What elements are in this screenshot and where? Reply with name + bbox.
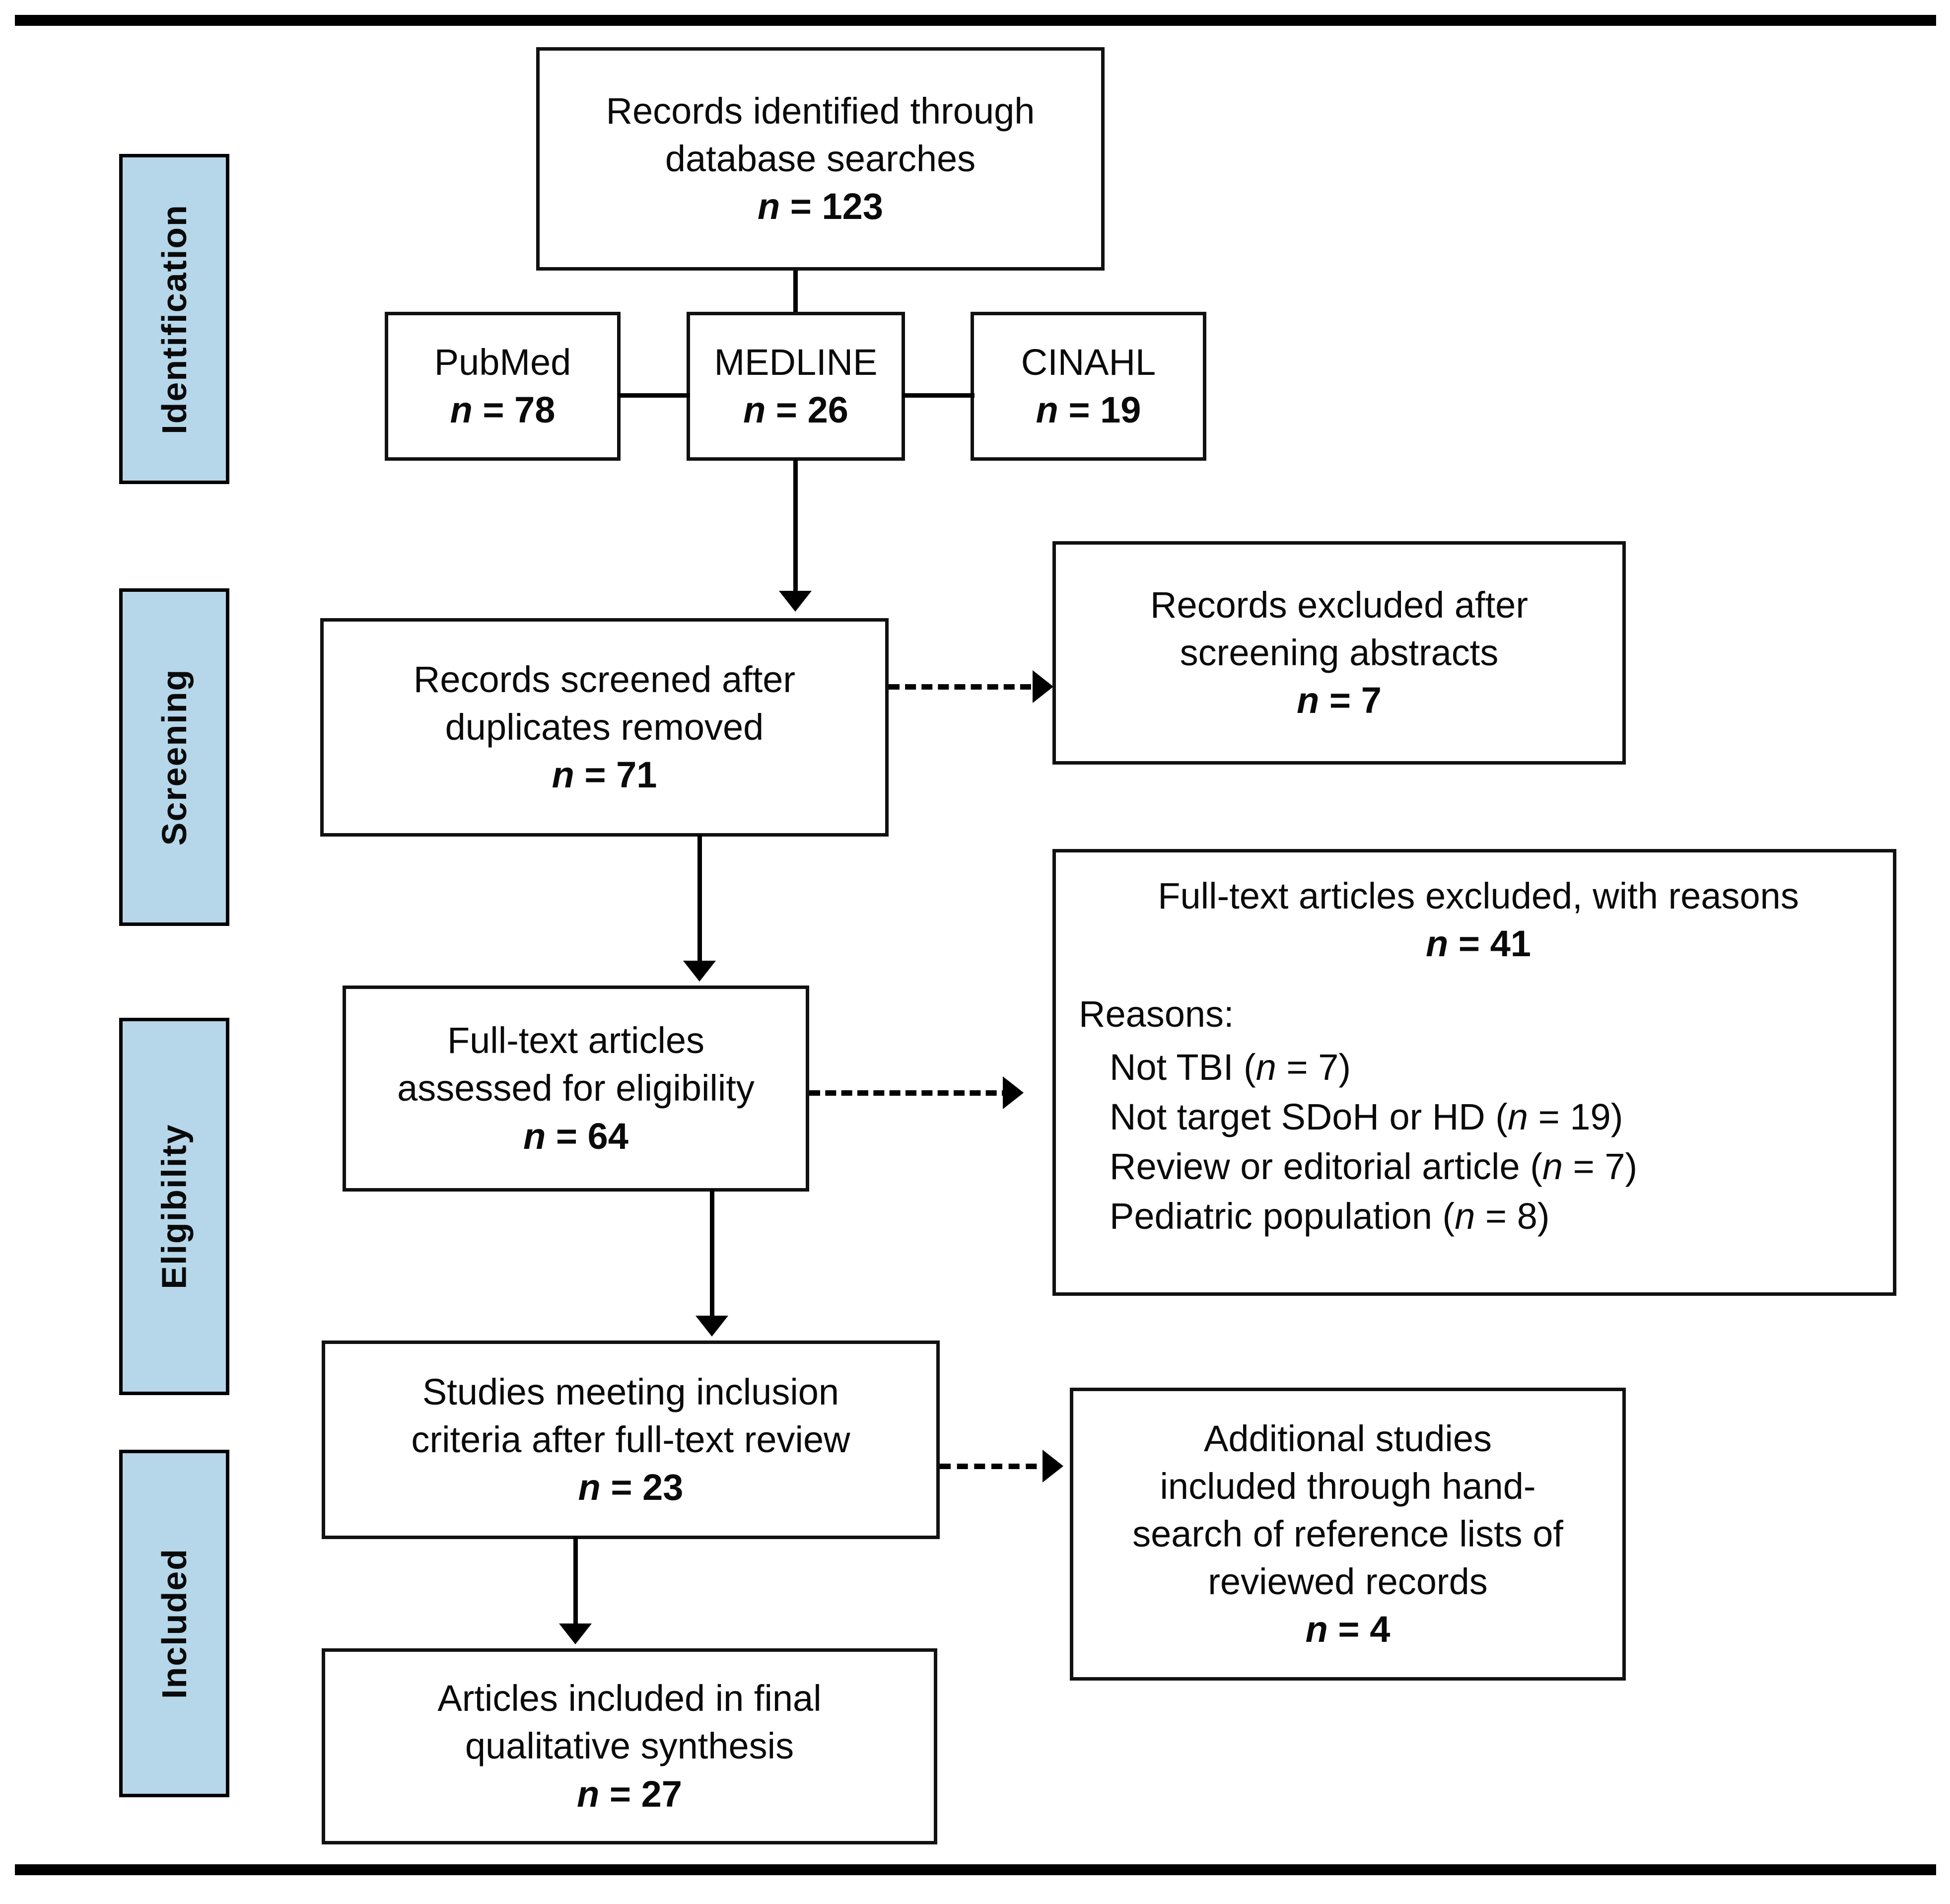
pubmed-count: n = 78 [450,389,556,430]
records-identified-line2: database searches [665,138,976,179]
stage-label-screening-text: Screening [155,668,194,846]
connector-screened-to-fulltext [697,834,702,966]
bottom-rule [15,1864,1936,1875]
records-screened-count: n = 71 [552,754,657,796]
box-pubmed: PubMed n = 78 [385,312,621,461]
box-medline: MEDLINE n = 26 [687,312,905,461]
records-excluded-line1: Records excluded after [1150,584,1528,626]
records-screened-line1: Records screened after [413,658,796,700]
pubmed-name: PubMed [434,341,571,383]
arrowhead-screened-to-excluded [1033,670,1053,703]
hand-search-line4: reviewed records [1208,1561,1488,1603]
records-identified-count: n = 123 [757,186,883,227]
fulltext-excluded-heading: Full-text articles excluded, with reason… [1158,875,1799,917]
inclusion-criteria-line2: criteria after full-text review [411,1418,850,1460]
reason-item: Review or editorial article (n = 7) [1110,1145,1638,1187]
fulltext-excluded-count: n = 41 [1426,923,1531,965]
box-records-identified: Records identified through database sear… [536,47,1105,271]
final-synthesis-count: n = 27 [577,1773,682,1815]
medline-name: MEDLINE [714,341,878,383]
fulltext-assessed-count: n = 64 [523,1115,628,1157]
fulltext-excluded-reasons-label: Reasons: [1079,993,1234,1035]
reason-item: Not TBI (n = 7) [1110,1046,1351,1088]
records-excluded-line2: screening abstracts [1180,632,1499,673]
arrowhead-fulltext-to-excluded-reasons [1003,1076,1024,1109]
hand-search-line2: included through hand- [1160,1465,1536,1507]
reason-item: Pediatric population (n = 8) [1110,1196,1550,1237]
connector-pubmed-medline [618,393,690,398]
final-synthesis-line2: qualitative synthesis [465,1725,794,1767]
medline-count: n = 26 [743,389,848,430]
final-synthesis-line1: Articles included in final [437,1678,822,1719]
connector-medline-cinahl [903,393,975,398]
records-identified-line1: Records identified through [606,90,1035,132]
box-records-screened: Records screened after duplicates remove… [320,618,889,837]
stage-label-identification-text: Identification [155,204,194,434]
stage-label-included: Included [119,1450,229,1797]
fulltext-assessed-line2: assessed for eligibility [397,1067,755,1109]
cinahl-count: n = 19 [1036,389,1141,430]
hand-search-count: n = 4 [1305,1609,1391,1650]
connector-screened-to-excluded [889,684,1047,690]
cinahl-name: CINAHL [1021,341,1156,383]
stage-label-eligibility-text: Eligibility [155,1124,194,1289]
connector-medline-to-screened [793,459,798,596]
hand-search-line3: search of reference lists of [1132,1513,1563,1554]
stage-label-identification: Identification [119,154,229,484]
arrowhead-screened-to-fulltext [683,961,716,982]
arrowhead-medline-to-screened [779,591,812,612]
connector-identified-to-medline [793,271,798,315]
connector-inclusion-to-handsearch [940,1464,1054,1469]
fulltext-excluded-reason-list: Not TBI (n = 7) Not target SDoH or HD (n… [1079,1042,1878,1243]
box-cinahl: CINAHL n = 19 [971,312,1206,461]
hand-search-line1: Additional studies [1203,1417,1492,1459]
fulltext-assessed-line1: Full-text articles [447,1020,705,1061]
arrowhead-inclusion-to-handsearch [1043,1450,1063,1482]
arrowhead-inclusion-to-final [559,1623,592,1644]
stage-label-screening: Screening [119,588,229,926]
stage-label-eligibility: Eligibility [119,1018,229,1395]
reason-item: Not target SDoH or HD (n = 19) [1110,1096,1623,1137]
box-records-excluded-abstracts: Records excluded after screening abstrac… [1052,541,1626,765]
records-screened-line2: duplicates removed [445,706,764,748]
connector-fulltext-to-excluded-reasons [809,1090,1013,1096]
box-final-synthesis: Articles included in final qualitative s… [322,1648,937,1844]
inclusion-criteria-count: n = 23 [578,1467,684,1508]
box-hand-search: Additional studies included through hand… [1070,1388,1626,1681]
box-fulltext-excluded-reasons: Full-text articles excluded, with reason… [1052,849,1896,1296]
connector-inclusion-to-final [573,1537,578,1628]
inclusion-criteria-line1: Studies meeting inclusion [422,1371,839,1412]
records-excluded-count: n = 7 [1297,680,1382,721]
stage-label-included-text: Included [155,1548,194,1699]
box-inclusion-criteria: Studies meeting inclusion criteria after… [322,1340,940,1539]
arrowhead-fulltext-to-inclusion [696,1316,728,1337]
connector-fulltext-to-inclusion [710,1189,714,1321]
box-fulltext-assessed: Full-text articles assessed for eligibil… [343,986,809,1192]
top-rule [15,15,1936,26]
